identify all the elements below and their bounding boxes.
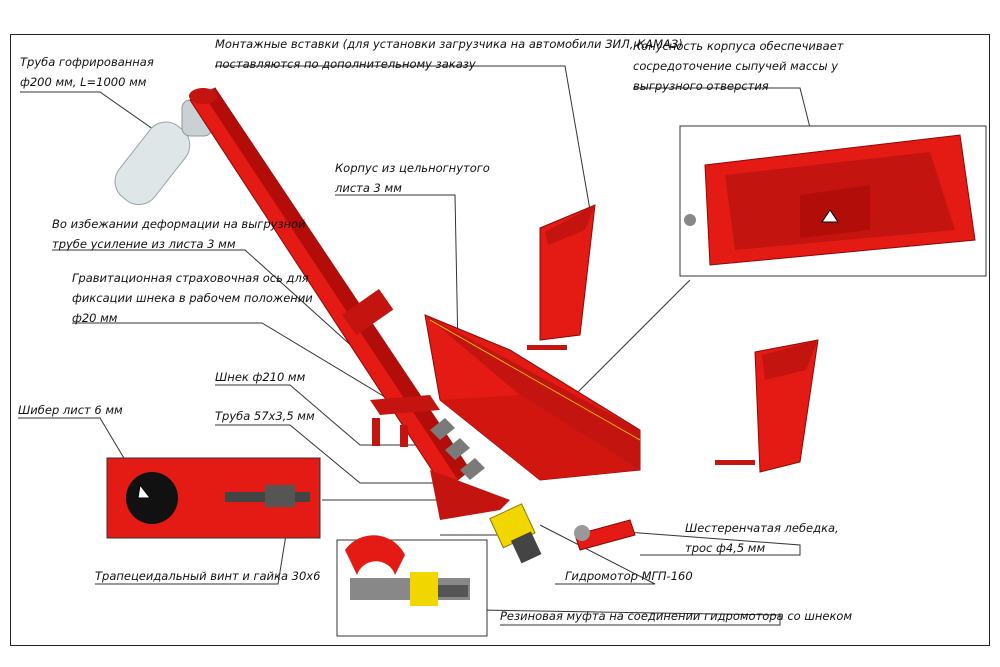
drawing-frame <box>10 34 990 646</box>
label-line: Во избежании деформации на выгрузной <box>52 217 306 231</box>
mount-insert-top <box>527 204 596 350</box>
label-line: Корпус из цельногнутого <box>335 161 490 175</box>
label-line: трос ф4,5 мм <box>685 541 766 555</box>
label-line: Шестеренчатая лебедка, <box>685 521 839 535</box>
label-pipe: Труба 57х3,5 мм <box>215 406 315 426</box>
label-line: Шнек ф210 мм <box>215 370 306 384</box>
label-auger: Шнек ф210 мм <box>215 367 305 387</box>
label-reinforcement: Во избежании деформации на выгрузной тру… <box>52 214 306 254</box>
mount-insert-bottom <box>715 339 819 473</box>
auger-screw <box>430 418 485 480</box>
label-line: листа 3 мм <box>335 181 402 195</box>
label-line: ф20 мм <box>72 311 118 325</box>
label-gate: Шибер лист 6 мм <box>18 400 123 420</box>
label-line: Гидромотор МГП-160 <box>565 569 693 583</box>
label-line: Монтажные вставки (для установки загрузч… <box>215 37 683 51</box>
label-line: Резиновая муфта на соединении гидромотор… <box>500 609 853 623</box>
label-taper: Конусность корпуса обеспечивает сосредот… <box>633 36 843 96</box>
label-hose: Труба гофрированная ф200 мм, L=1000 мм <box>20 52 154 92</box>
auger-tube <box>189 87 471 491</box>
label-motor: Гидромотор МГП-160 <box>565 566 693 586</box>
label-line: Трапецеидальный винт и гайка 30х6 <box>95 569 321 583</box>
label-body: Корпус из цельногнутого листа 3 мм <box>335 158 490 198</box>
label-line: Гравитационная страховочная ось для <box>72 271 309 285</box>
label-line: поставляются по дополнительному заказу <box>215 57 476 71</box>
label-line: Труба 57х3,5 мм <box>215 409 315 423</box>
label-line: ф200 мм, L=1000 мм <box>20 75 147 89</box>
label-safety-axis: Гравитационная страховочная ось для фикс… <box>72 268 313 328</box>
hopper-body <box>424 314 641 481</box>
label-line: Конусность корпуса обеспечивает <box>633 39 844 53</box>
label-line: выгрузного отверстия <box>633 79 769 93</box>
corrugated-hose <box>114 99 213 206</box>
support-frame <box>370 395 510 520</box>
hydraulic-motor <box>489 503 542 564</box>
label-mount-inserts: Монтажные вставки (для установки загрузч… <box>215 34 683 74</box>
label-line: Шибер лист 6 мм <box>18 403 123 417</box>
label-line: фиксации шнека в рабочем положении <box>72 291 313 305</box>
label-coupling: Резиновая муфта на соединении гидромотор… <box>500 606 852 626</box>
detail-hopper-interior <box>679 125 987 277</box>
winch <box>574 519 636 551</box>
label-line: трубе усиление из листа 3 мм <box>52 237 236 251</box>
label-winch: Шестеренчатая лебедка, трос ф4,5 мм <box>685 518 839 558</box>
detail-gate <box>106 457 321 539</box>
label-line: Труба гофрированная <box>20 55 154 69</box>
label-line: сосредоточение сыпучей массы у <box>633 59 839 73</box>
label-screw: Трапецеидальный винт и гайка 30х6 <box>95 566 320 586</box>
detail-coupling <box>336 535 488 637</box>
